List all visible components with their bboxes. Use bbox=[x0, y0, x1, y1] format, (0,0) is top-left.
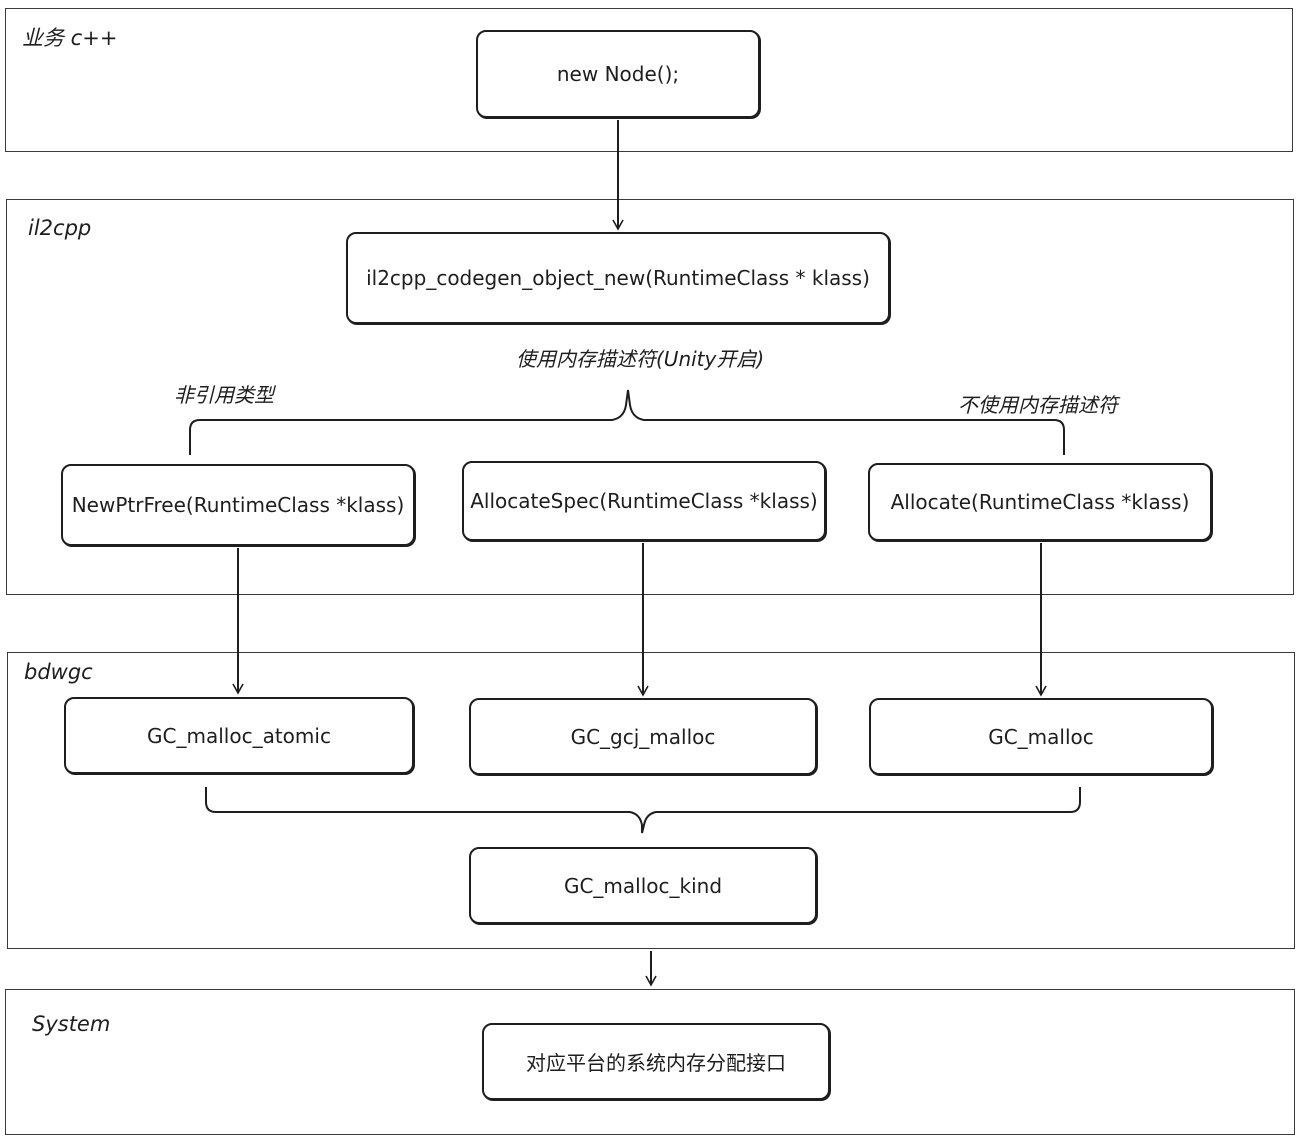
node-gc-malloc-kind: GC_malloc_kind bbox=[469, 847, 817, 924]
node-new-ptr-free: NewPtrFree(RuntimeClass *klass) bbox=[61, 464, 415, 546]
brace-bdwgc-merge bbox=[205, 787, 1081, 834]
node-gc-malloc-atomic: GC_malloc_atomic bbox=[64, 697, 414, 774]
note-non-reference: 非引用类型 bbox=[174, 383, 274, 407]
note-use-descriptor: 使用内存描述符(Unity开启) bbox=[516, 347, 765, 371]
node-label-platform-alloc: 对应平台的系统内存分配接口 bbox=[526, 1051, 786, 1075]
node-label-allocate-spec: AllocateSpec(RuntimeClass *klass) bbox=[470, 489, 818, 513]
layer-bdwgc bbox=[7, 652, 1295, 949]
layer-label-system: System bbox=[32, 1012, 111, 1036]
node-new-node: new Node(); bbox=[476, 30, 760, 118]
node-label-allocate: Allocate(RuntimeClass *klass) bbox=[890, 490, 1190, 514]
node-label-gc-malloc: GC_malloc bbox=[988, 724, 1094, 749]
layer-il2cpp bbox=[6, 199, 1294, 595]
layer-label-business-cpp: 业务 c++ bbox=[22, 26, 118, 50]
layer-label-bdwgc: bdwgc bbox=[24, 660, 93, 684]
node-gc-gcj-malloc: GC_gcj_malloc bbox=[469, 698, 817, 775]
node-label-gc-malloc-kind: GC_malloc_kind bbox=[563, 873, 723, 898]
note-no-descriptor: 不使用内存描述符 bbox=[958, 393, 1118, 417]
layer-business-cpp bbox=[5, 8, 1293, 152]
brace-il2cpp-branches bbox=[189, 389, 1065, 455]
node-allocate-spec: AllocateSpec(RuntimeClass *klass) bbox=[462, 461, 826, 541]
node-codegen-object-new: il2cpp_codegen_object_new(RuntimeClass *… bbox=[346, 232, 890, 324]
node-label-codegen-object-new: il2cpp_codegen_object_new(RuntimeClass *… bbox=[366, 266, 870, 290]
node-label-new-ptr-free: NewPtrFree(RuntimeClass *klass) bbox=[71, 493, 405, 517]
node-label-gc-gcj-malloc: GC_gcj_malloc bbox=[570, 724, 716, 749]
node-platform-alloc: 对应平台的系统内存分配接口 bbox=[482, 1023, 830, 1100]
node-allocate: Allocate(RuntimeClass *klass) bbox=[868, 463, 1212, 541]
node-label-new-node: new Node(); bbox=[556, 62, 680, 86]
node-gc-malloc: GC_malloc bbox=[869, 698, 1213, 775]
layer-system bbox=[5, 989, 1295, 1135]
node-label-gc-malloc-atomic: GC_malloc_atomic bbox=[147, 723, 331, 748]
layer-label-il2cpp: il2cpp bbox=[28, 216, 92, 240]
